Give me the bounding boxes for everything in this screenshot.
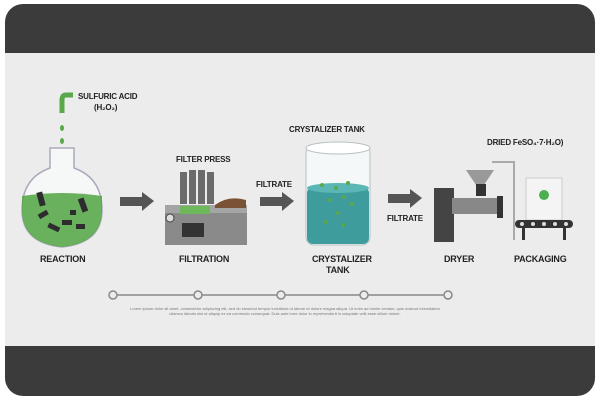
timeline-node: [108, 290, 453, 300]
label-crystalizer-tank: CRYSTALIZER TANK: [289, 125, 365, 134]
arrow-icon: [260, 192, 294, 211]
label-filtration: FILTRATION: [179, 254, 230, 264]
reaction-flask-icon: [21, 147, 103, 248]
caption-text: Lorem ipsum dolor sit amet, consectetur …: [130, 306, 440, 316]
filter-press-icon: [165, 170, 247, 245]
label-dryer: DRYER: [444, 254, 475, 264]
label-dried-product: DRIED FeSO₄·7·H₂O): [487, 138, 564, 147]
label-filter-press: FILTER PRESS: [176, 155, 231, 164]
arrow-icon: [120, 192, 154, 211]
label-filtrate-2: FILTRATE: [387, 214, 423, 223]
packaging-icon: [515, 177, 573, 240]
arrow-icon: [388, 189, 422, 208]
label-packaging: PACKAGING: [514, 254, 567, 264]
label-sulfuric-acid: SULFURIC ACID: [78, 92, 138, 101]
crystalizer-tank-icon: [305, 141, 371, 246]
label-crystalizer-1: CRYSTALIZER: [312, 254, 372, 264]
acid-pipe: [59, 92, 73, 113]
label-filtrate-1: FILTRATE: [256, 180, 292, 189]
label-crystalizer-2: TANK: [326, 265, 350, 275]
dryer-icon: [434, 161, 515, 242]
label-acid-formula: (H₂O₂): [94, 103, 118, 112]
label-reaction: REACTION: [40, 254, 86, 264]
